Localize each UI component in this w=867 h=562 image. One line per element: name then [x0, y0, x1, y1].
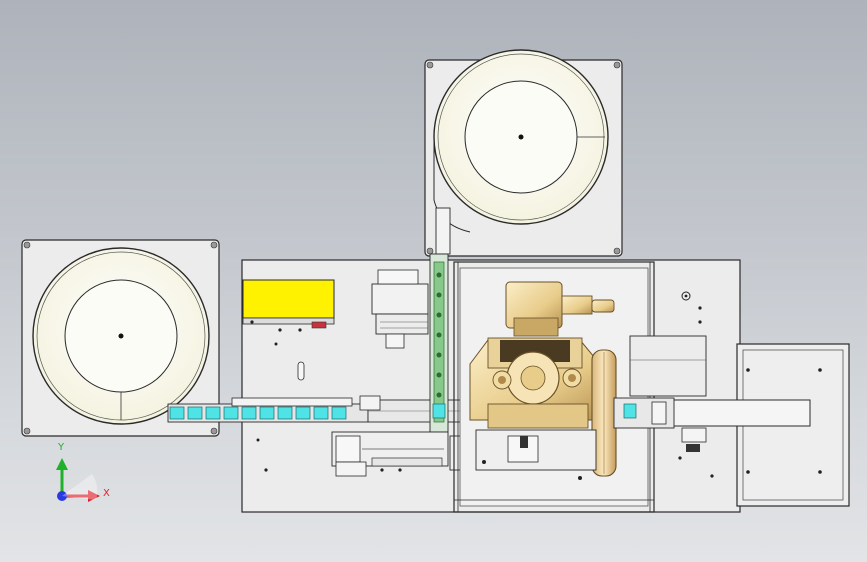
- lower-press-base: [475, 429, 597, 480]
- left-feed-track[interactable]: [167, 395, 469, 423]
- yellow-label-block[interactable]: [242, 279, 335, 332]
- top-bowl-feeder[interactable]: [424, 49, 623, 257]
- drive-motor[interactable]: [469, 281, 615, 429]
- lower-slide-assembly[interactable]: [331, 431, 503, 477]
- triad-y-label: Y: [58, 442, 65, 453]
- output-table[interactable]: [671, 343, 850, 507]
- plate-fasteners: [256, 291, 714, 478]
- vertical-feed-rail[interactable]: [429, 253, 449, 433]
- coordinate-triad: [56, 458, 100, 502]
- output-conveyor[interactable]: [613, 335, 707, 452]
- track-parts-row: [169, 406, 347, 420]
- triad-x-label: X: [103, 488, 110, 499]
- left-bowl-feeder[interactable]: [21, 239, 220, 437]
- gripper-cylinder[interactable]: [371, 269, 429, 349]
